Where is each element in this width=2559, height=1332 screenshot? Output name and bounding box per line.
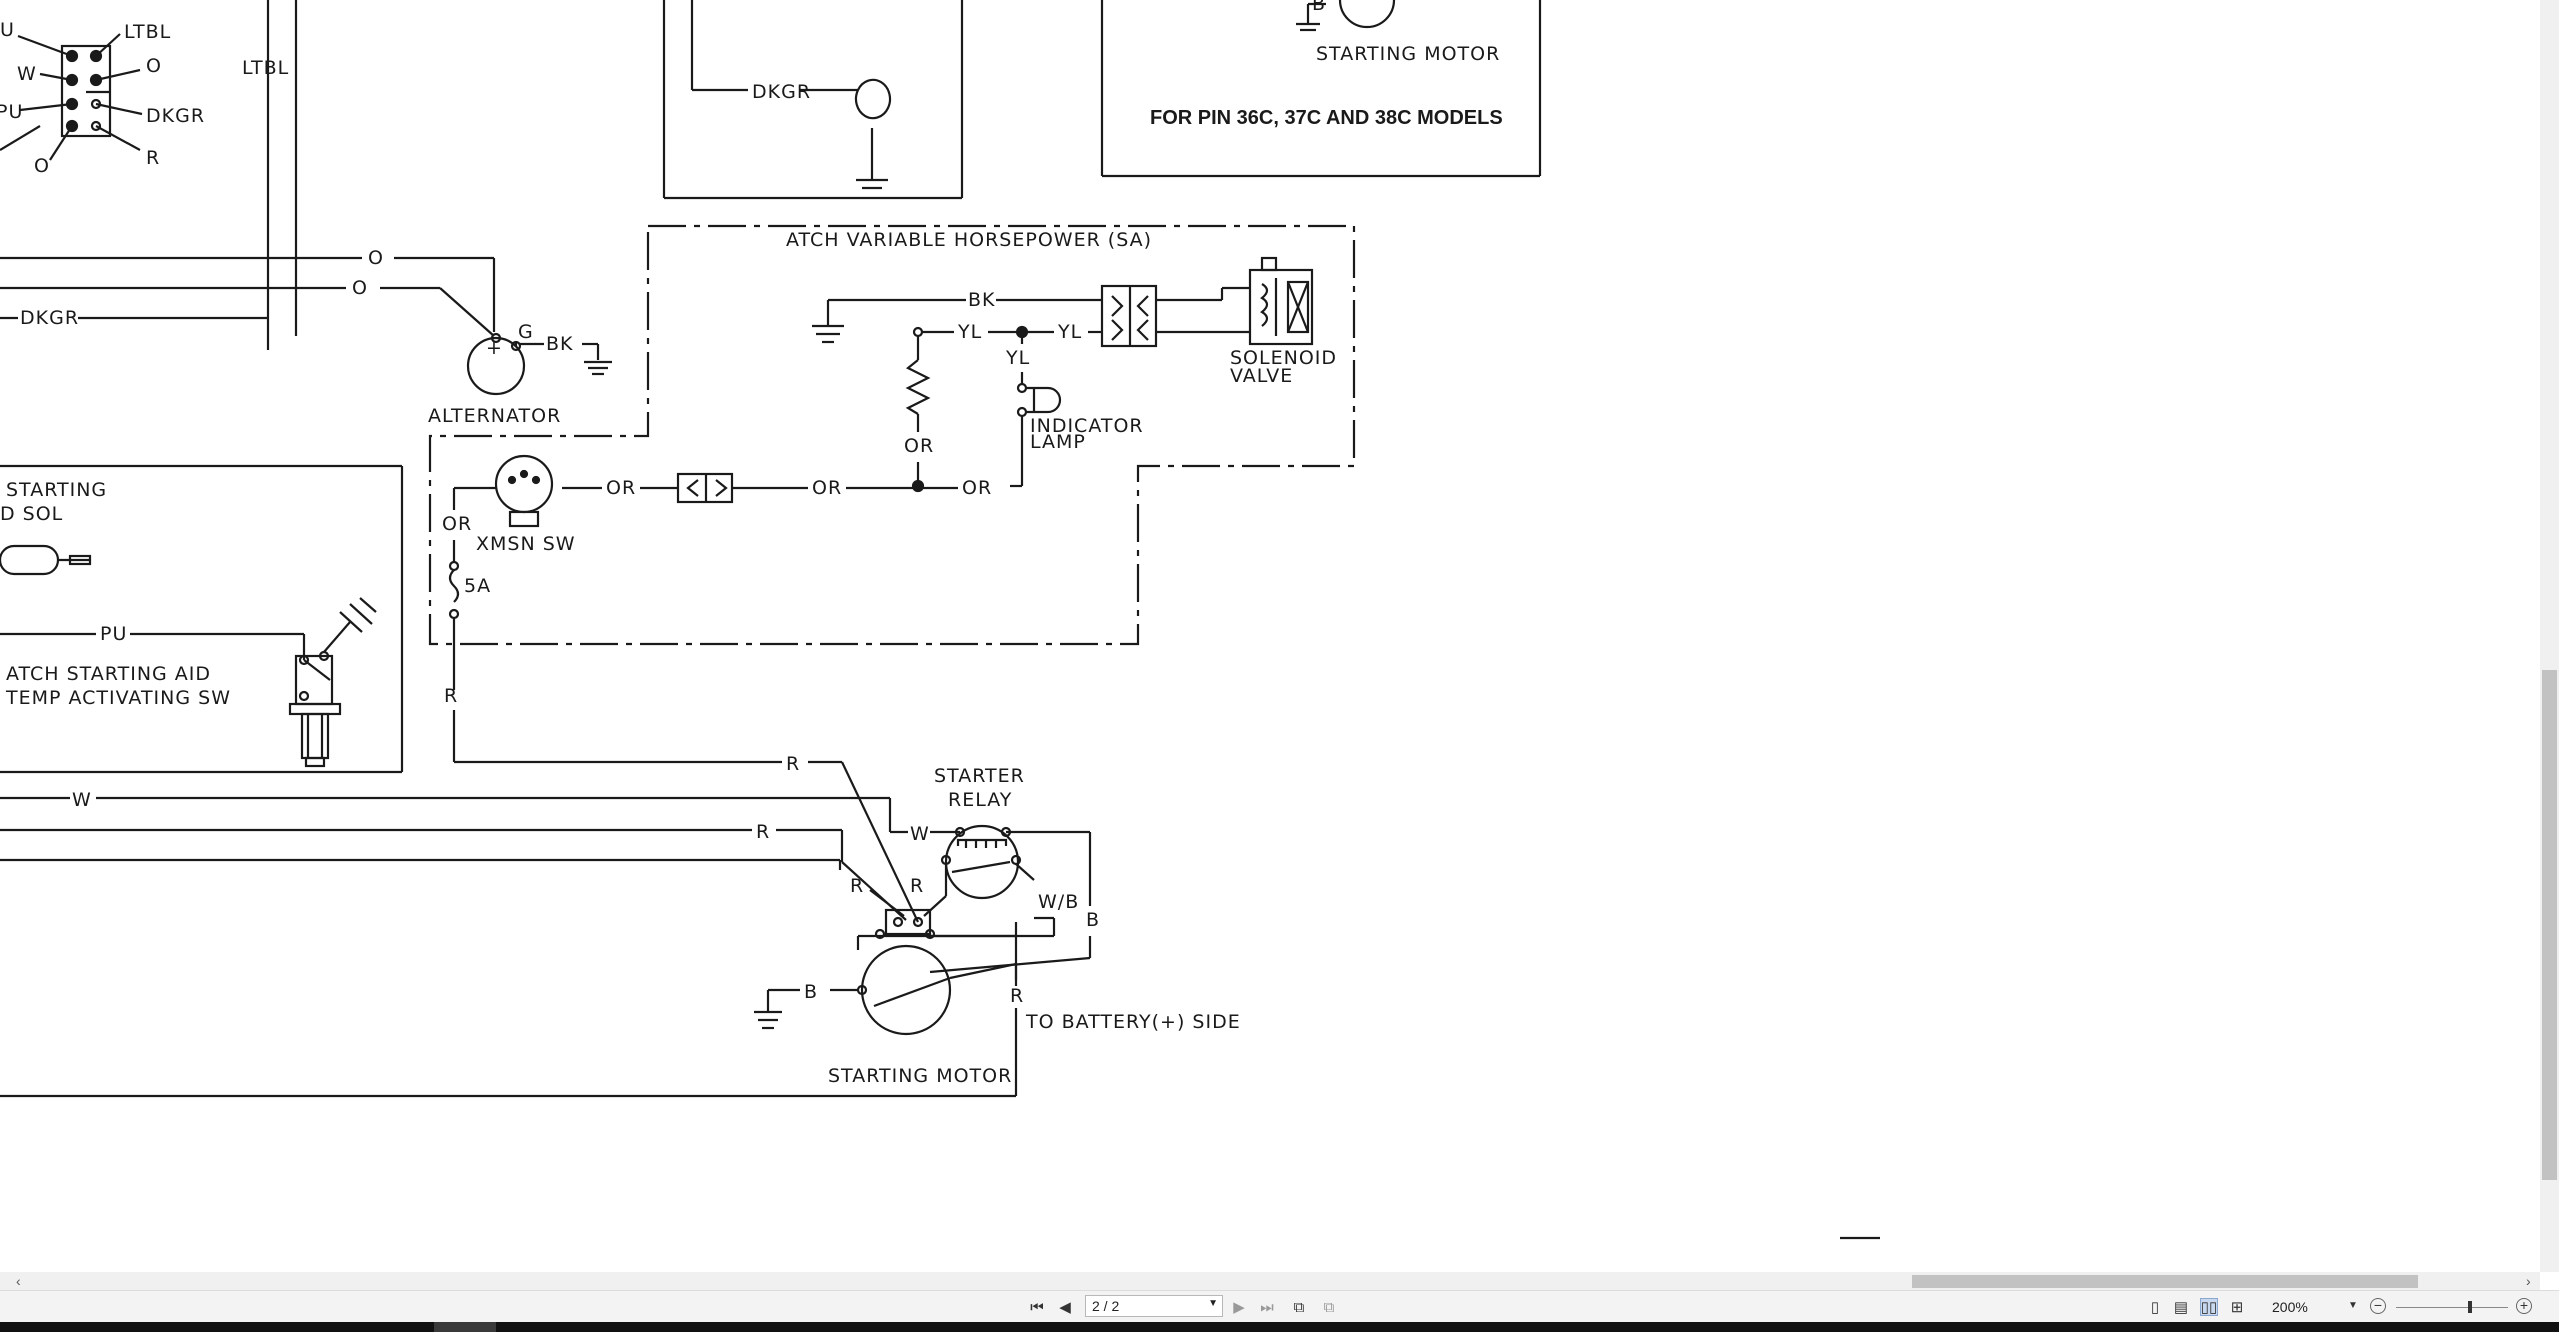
starting-aid-box: STARTING D SOL PU ATCH STARTING AID TEMP… xyxy=(0,464,404,774)
horizontal-scrollbar[interactable] xyxy=(0,1272,2540,1290)
variable-hp-box: ATCH VARIABLE HORSEPOWER (SA) BK SOLENOI… xyxy=(428,224,1356,682)
wire-label-r3: R xyxy=(850,875,864,897)
single-page-view-icon[interactable]: ▯ xyxy=(2150,1299,2160,1316)
connector-top-left: LTBL W O PU DKGR R O U xyxy=(0,19,205,177)
alternator-label: ALTERNATOR xyxy=(428,405,561,427)
label-starting-motor-top: STARTING MOTOR xyxy=(1316,43,1500,65)
taskbar-strip xyxy=(0,1322,2559,1332)
wiring-diagram: LTBL W O PU DKGR R O U LTBL DKGR B STA xyxy=(0,0,1880,1240)
label-model-note: FOR PIN 36C, 37C AND 38C MODELS xyxy=(1150,107,1503,129)
label-temp: TEMP ACTIVATING SW xyxy=(5,687,231,709)
wire-label-o2: O xyxy=(352,277,368,299)
wire-label-pu: PU xyxy=(100,623,127,645)
connector-label-o: O xyxy=(146,55,162,77)
connector-label-w: W xyxy=(17,63,37,85)
zoom-slider-handle[interactable] xyxy=(2468,1301,2472,1313)
variable-hp-title: ATCH VARIABLE HORSEPOWER (SA) xyxy=(786,229,1152,251)
wire-label-r2: R xyxy=(756,821,770,843)
taskbar-active-tab[interactable] xyxy=(434,1322,496,1332)
fuse-label: 5A xyxy=(464,575,491,597)
alternator-bk: BK xyxy=(546,333,574,355)
relay-wb: W/B xyxy=(1038,891,1079,913)
zoom-slider[interactable] xyxy=(2396,1307,2508,1308)
indicator-label: INDICATOR xyxy=(1030,415,1144,437)
page-number-value: 2 / 2 xyxy=(1092,1298,1120,1314)
two-page-view-icon[interactable]: ▯▯ xyxy=(2200,1298,2218,1316)
continuous-view-icon[interactable]: ▤ xyxy=(2173,1299,2189,1316)
battery-label: TO BATTERY(+) SIDE xyxy=(1025,1011,1241,1033)
top-right-box: B STARTING MOTOR FOR PIN 36C, 37C AND 38… xyxy=(1100,0,1542,178)
connector-label-r: R xyxy=(146,147,160,169)
vertical-scroll-thumb[interactable] xyxy=(2542,670,2557,1180)
vhp-or1: OR xyxy=(904,435,934,457)
label-sol: D SOL xyxy=(0,503,63,525)
viewer-toolbar: ⏮ ◀ 2 / 2 ▼ ▶ ⏭ ⧉ ⧉ ▯ ▤ ▯▯ ⊞ 200% ▼ − + xyxy=(0,1290,2559,1323)
wire-label-dkgr: DKGR xyxy=(20,307,79,329)
connector-label-u: U xyxy=(0,19,15,41)
solenoid-label: SOLENOID xyxy=(1230,347,1337,369)
connector-label-o2: O xyxy=(34,155,50,177)
relay-b: B xyxy=(1086,909,1100,931)
alternator-plus: + xyxy=(486,337,503,359)
scroll-right-icon[interactable]: › xyxy=(2526,1273,2531,1289)
wire-label-r-vertical: R xyxy=(444,685,458,707)
connector-label-ltbl: LTBL xyxy=(124,21,171,43)
connector-label-dkgr: DKGR xyxy=(146,105,205,127)
starter-wiring: R R W W R R STARTER RELAY R W/ xyxy=(0,682,1241,1098)
relay-label-2: RELAY xyxy=(948,789,1012,811)
vhp-or2: OR xyxy=(606,477,636,499)
horizontal-scroll-thumb[interactable] xyxy=(1912,1275,2418,1288)
connector-label-pu: PU xyxy=(0,101,23,123)
vhp-yl3: YL xyxy=(1005,347,1030,369)
relay-r: R xyxy=(910,875,924,897)
zoom-in-icon[interactable]: + xyxy=(2516,1298,2532,1314)
wire-label-w1: W xyxy=(72,789,92,811)
relay-label-1: STARTER xyxy=(934,765,1025,787)
last-page-icon[interactable]: ⏭ xyxy=(1260,1298,1274,1316)
label-starting: STARTING xyxy=(6,479,107,501)
motor-b: B xyxy=(804,981,818,1003)
alternator: G BK + ALTERNATOR xyxy=(428,321,612,427)
xmsn-or: OR xyxy=(442,513,472,535)
previous-page-icon[interactable]: ◀ xyxy=(1059,1299,1071,1316)
zoom-dropdown-icon[interactable]: ▼ xyxy=(2348,1300,2358,1311)
vhp-yl2: YL xyxy=(1057,321,1082,343)
relay-w: W xyxy=(910,823,930,845)
vhp-or4: OR xyxy=(962,477,992,499)
xmsn-label: XMSN SW xyxy=(476,533,576,555)
previous-view-icon[interactable]: ⧉ xyxy=(1293,1298,1305,1316)
first-page-icon[interactable]: ⏮ xyxy=(1030,1298,1044,1316)
wire-label-o1: O xyxy=(368,247,384,269)
alternator-g: G xyxy=(518,321,534,343)
chevron-down-icon[interactable]: ▼ xyxy=(1208,1298,1218,1309)
wire-label-dkgr-box: DKGR xyxy=(752,81,811,103)
document-view[interactable]: LTBL W O PU DKGR R O U LTBL DKGR B STA xyxy=(0,0,2559,1272)
two-page-continuous-icon[interactable]: ⊞ xyxy=(2230,1299,2244,1316)
lamp-label: LAMP xyxy=(1030,431,1086,453)
next-view-icon[interactable]: ⧉ xyxy=(1323,1298,1335,1316)
vhp-yl1: YL xyxy=(957,321,982,343)
zoom-level[interactable]: 200% xyxy=(2272,1299,2308,1315)
vhp-or3: OR xyxy=(812,477,842,499)
vhp-bk: BK xyxy=(968,289,996,311)
label-b-top: B xyxy=(1312,0,1326,15)
zoom-out-icon[interactable]: − xyxy=(2370,1298,2386,1314)
page-number-input[interactable]: 2 / 2 ▼ xyxy=(1085,1295,1223,1317)
starting-motor-label: STARTING MOTOR xyxy=(828,1065,1012,1087)
next-page-icon[interactable]: ▶ xyxy=(1233,1299,1245,1316)
motor-r: R xyxy=(1010,985,1024,1007)
wire-label-r1: R xyxy=(786,753,800,775)
wire-label-ltbl: LTBL xyxy=(242,57,289,79)
top-center-box: DKGR xyxy=(662,0,964,200)
scroll-left-icon[interactable]: ‹ xyxy=(16,1273,21,1289)
valve-label: VALVE xyxy=(1230,365,1293,387)
label-aid: ATCH STARTING AID xyxy=(6,663,211,685)
